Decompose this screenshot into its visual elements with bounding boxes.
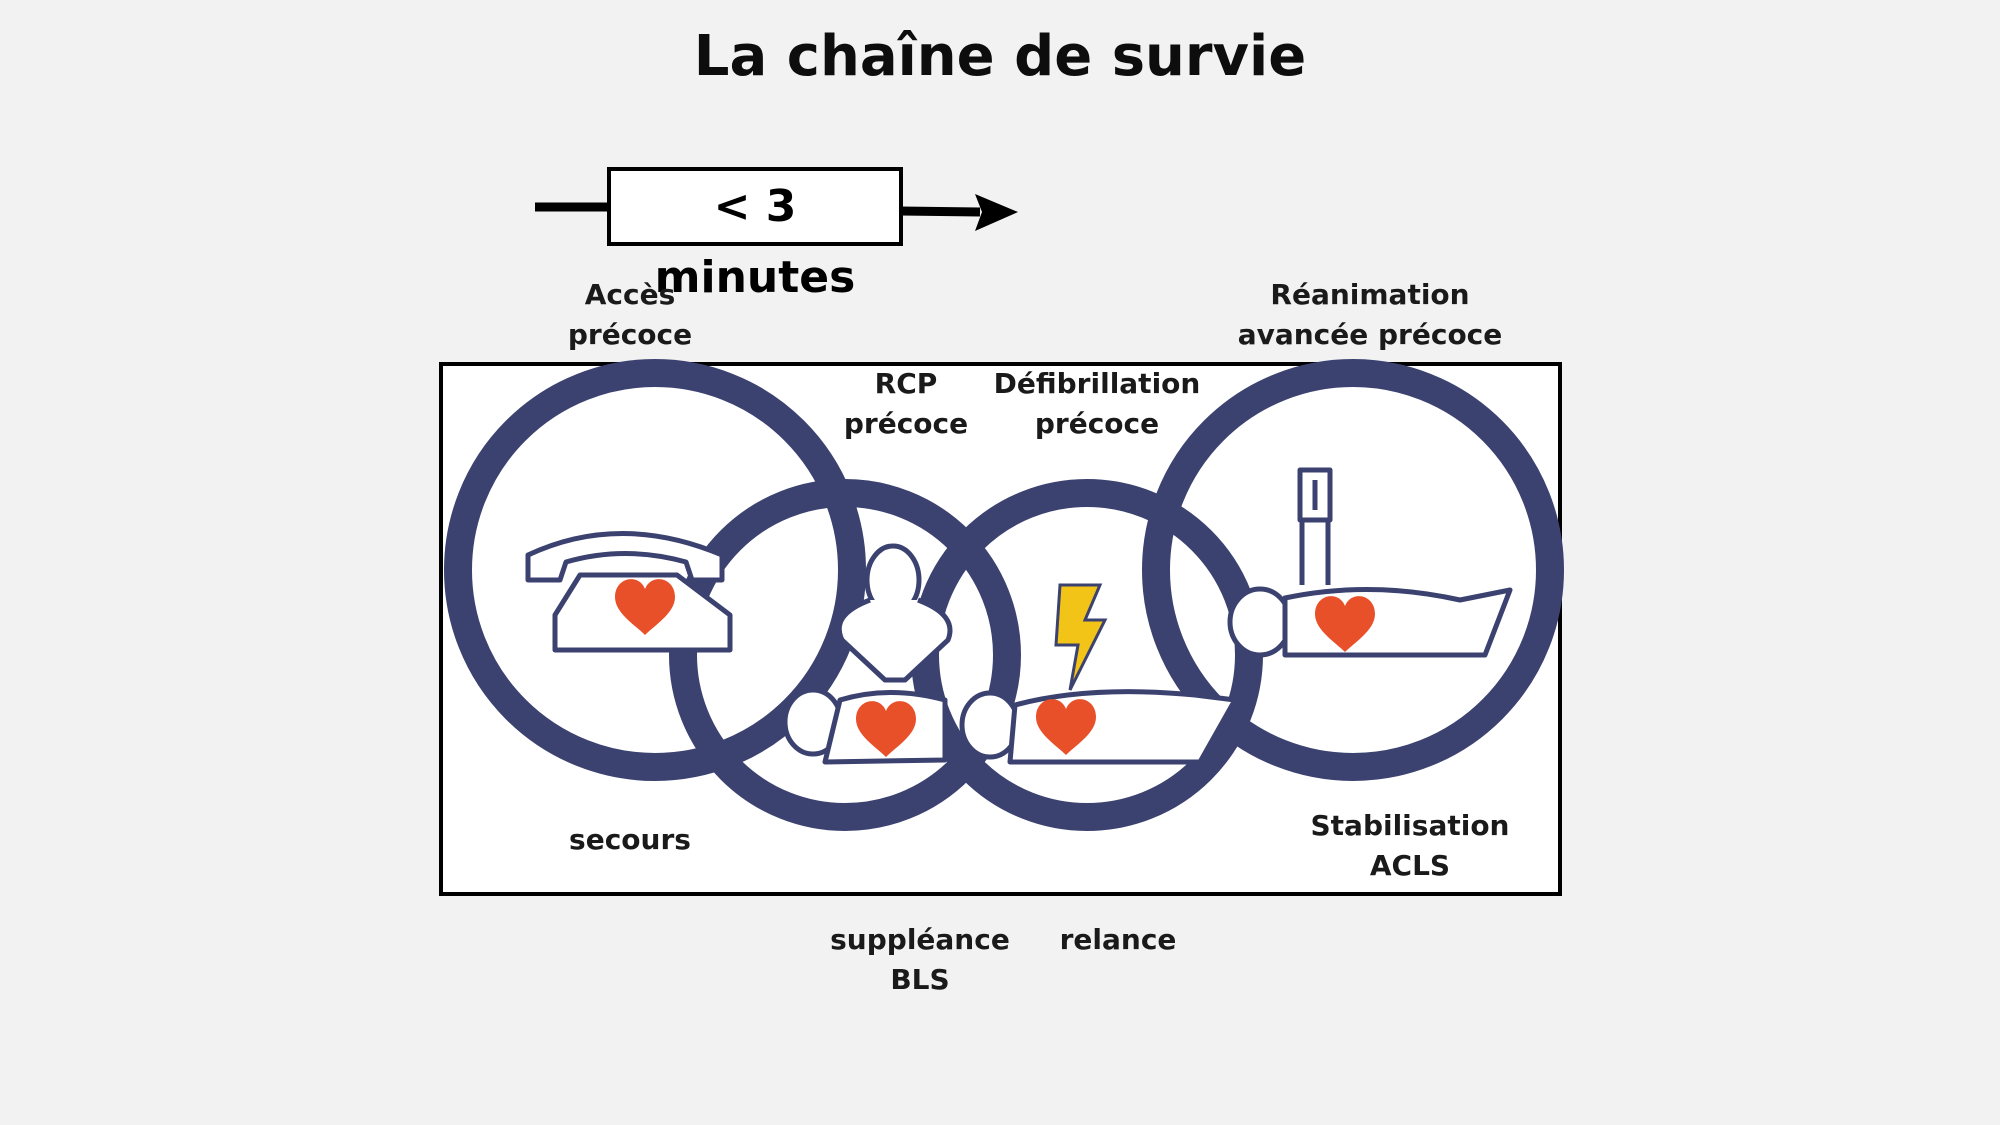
label-reanimation-top: Réanimation avancée précoce: [1237, 278, 1503, 351]
iv-drip-patient-icon: [1227, 467, 1513, 658]
label-defib-top: Défibrillation précoce: [993, 367, 1201, 440]
chain-link-left-big: [444, 359, 866, 781]
telephone-icon: [525, 531, 733, 653]
defib-patient-icon: [959, 689, 1238, 765]
time-arrow: [535, 194, 1018, 231]
label-rcp-top: RCP précoce: [843, 367, 969, 440]
label-defib-bottom: relance: [1059, 923, 1177, 956]
cpr-rescuer-icon: [782, 543, 953, 765]
time-limit-box: < 3 minutes: [607, 167, 903, 303]
page-title: La chaîne de survie: [693, 24, 1307, 89]
label-reanimation-bottom: Stabilisation ACLS: [1310, 809, 1510, 882]
chain-link-right-big: [1142, 359, 1564, 781]
label-acces-bottom: secours: [569, 823, 691, 856]
lightning-bolt-icon: [1054, 583, 1108, 691]
label-acces-top: Accès précoce: [567, 278, 693, 351]
label-rcp-bottom: suppléance BLS: [830, 923, 1010, 996]
